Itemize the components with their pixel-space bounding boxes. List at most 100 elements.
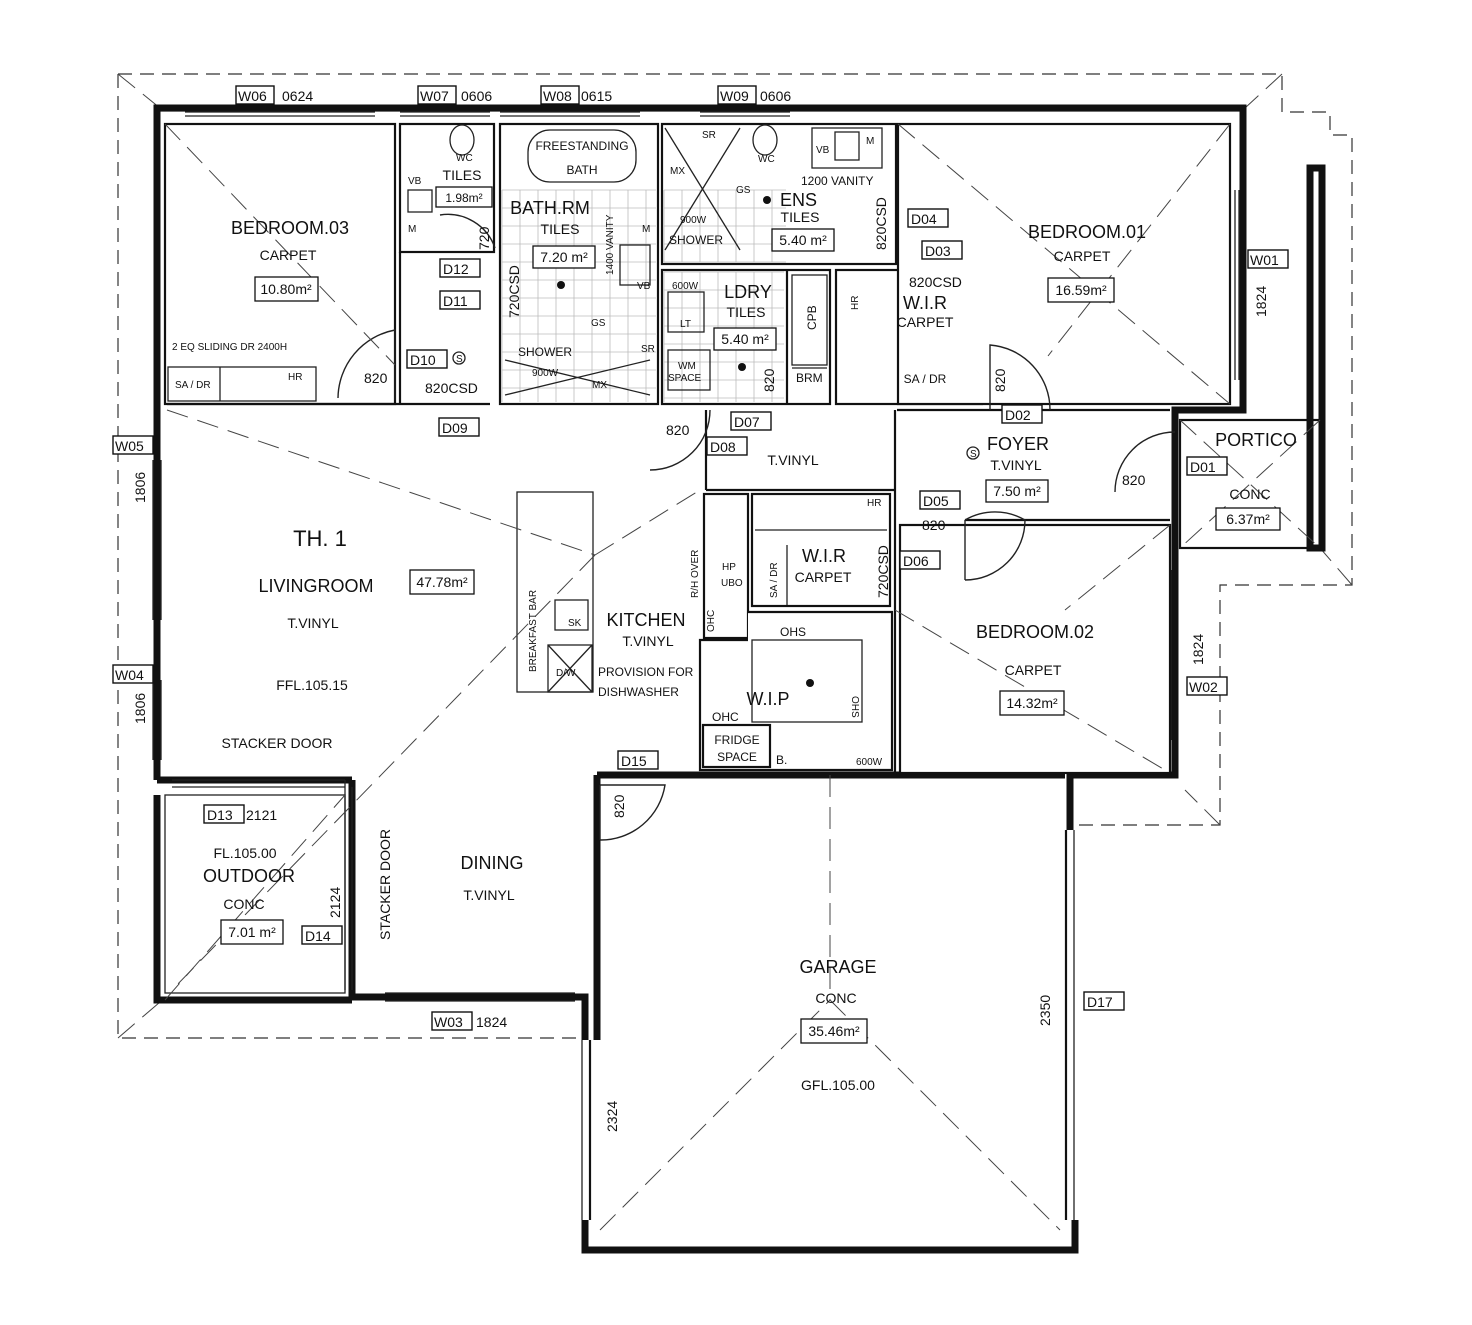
d13-size: 2121 [246,807,277,823]
wc1-vb: VB [408,176,422,187]
wc1-wc: WC [456,153,473,164]
living-name: LIVINGROOM [258,576,373,596]
kitchen-rh: R/H OVER [690,550,701,598]
portico-name: PORTICO [1215,430,1297,450]
bedroom2-floor: CARPET [1005,662,1062,678]
ens-sr: SR [702,130,716,141]
opening-labels: 820 820CSD 820CSD 720 720CSD 820CSD 820 … [364,197,1146,818]
w05-size: 1806 [132,472,148,503]
bedroom3-sa: SA / DR [175,380,211,391]
d12-tag: D12 [443,261,469,277]
ldry-wm: WM [678,361,696,372]
living-floor: T.VINYL [287,615,339,631]
wip-ohs-side: OHS [849,696,860,718]
bath-vanity: 1400 VANITY [605,214,616,275]
w08-size: 0615 [581,88,612,104]
bath-m: M [642,224,650,235]
wir2-hr: HR [867,498,881,509]
ens-area: 5.40 m² [779,232,827,248]
wir1-floor: CARPET [897,314,954,330]
ens-gs: GS [736,185,751,196]
d15-width: 820 [611,794,627,818]
wir1-sa: SA / DR [904,372,947,386]
d12-width: 720 [476,226,492,250]
d11-tag: D11 [443,293,468,309]
kitchen-ubo: UBO [721,578,743,589]
kitchen-dw: D/W [556,668,576,679]
bedroom3-note: 2 EQ SLIDING DR 2400H [172,342,287,353]
bath-shower: SHOWER [518,345,572,359]
bedroom3-area: 10.80m² [260,281,312,297]
d17-tag: D17 [1087,994,1113,1010]
kitchen-sk: SK [568,618,582,629]
w01-size: 1824 [1253,286,1269,317]
d08-tag: D08 [710,439,736,455]
window-tags: W06 0624 W07 0606 W08 0615 W09 0606 W01 … [112,85,1289,1031]
d13-tag: D13 [207,807,233,823]
garage-gfl: GFL.105.00 [801,1077,875,1093]
bedroom1-area: 16.59m² [1055,282,1107,298]
d10-tag: D10 [410,352,436,368]
bath-gs: GS [591,318,606,329]
kitchen-hp: HP [722,562,736,573]
bath-fixture2: BATH [566,163,597,177]
d14-size: 2124 [327,887,343,918]
wip-fridge2: SPACE [717,750,757,764]
wc1-area: 1.98m² [445,191,482,205]
d03-csd: 820CSD [909,274,962,290]
d05-tag: D05 [923,493,949,509]
ldry-floor: TILES [727,304,766,320]
dining-stacker: STACKER DOOR [377,829,393,940]
wip-fridge1: FRIDGE [714,733,759,747]
bedroom1-floor: CARPET [1054,248,1111,264]
ens-mx: MX [670,166,685,177]
d02-width: 820 [992,368,1008,392]
ens-shower-size: 900W [680,215,707,226]
ldry-tub: LT [680,319,691,330]
kitchen-floor: T.VINYL [622,633,674,649]
garage-floor: CONC [815,990,856,1006]
wip-ohs-top: OHS [780,625,806,639]
w03-size: 1824 [476,1014,507,1030]
w09-size: 0606 [760,88,791,104]
w06-size: 0624 [282,88,313,104]
smoke-1: S [456,354,463,365]
door-tags: D01 D02 D03 D04 D05 D06 D07 D08 D09 D10 … [203,208,1228,1132]
d01-width: 820 [1122,472,1146,488]
dining-floor: T.VINYL [463,887,515,903]
outdoor-area: 7.01 m² [228,924,276,940]
kitchen-bar: BREAKFAST BAR [528,590,539,672]
eave-outline [117,73,1353,1039]
d02-tag: D02 [1005,407,1031,423]
d07-width: 820 [761,368,777,392]
ldry-wm2: SPACE [668,373,701,384]
bedroom1-name: BEDROOM.01 [1028,222,1146,242]
ldry-brm: BRM [796,371,823,385]
foyer-name: FOYER [987,434,1049,454]
bath-name: BATH.RM [510,198,590,218]
w02-tag: W02 [1189,679,1218,695]
w01-tag: W01 [1250,252,1279,268]
kitchen-ohc: OHC [706,610,717,632]
kitchen-provision2: DISHWASHER [598,685,679,699]
ens-name: ENS [780,190,817,210]
kitchen-name: KITCHEN [606,610,685,630]
bath-sr: SR [641,344,655,355]
wc1-floor: TILES [443,167,482,183]
room-diagonals [164,123,1231,1231]
bedroom3-hr: HR [288,372,302,383]
living-area: 47.78m² [416,574,468,590]
garage-side-size: 2324 [604,1101,620,1132]
outdoor-name: OUTDOOR [203,866,295,886]
wir2-name: W.I.R [802,546,846,566]
ens-vanity: 1200 VANITY [801,174,873,188]
door-swings [337,213,1176,841]
w07-size: 0606 [461,88,492,104]
ens-vb: VB [816,145,830,156]
living-ffl: FFL.105.15 [276,677,348,693]
d09-tag: D09 [442,420,468,436]
wip-ohc: OHC [712,710,739,724]
outdoor-fl: FL.105.00 [213,845,276,861]
bath-fixtures [407,124,883,687]
